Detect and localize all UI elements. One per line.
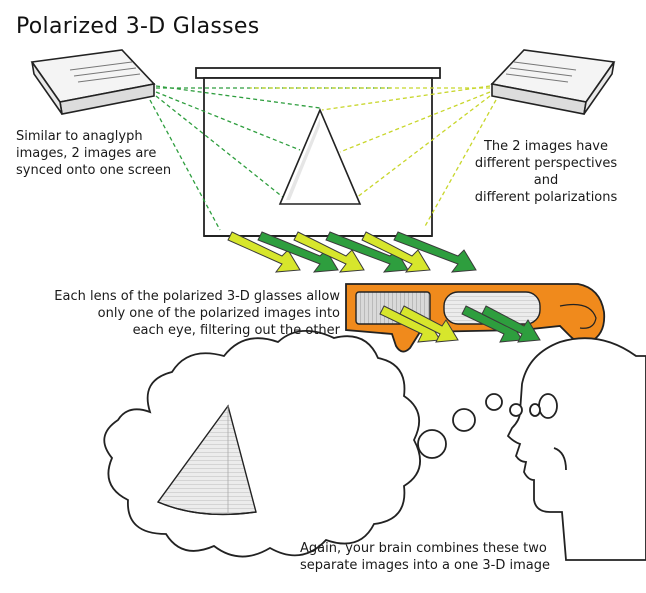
caption-glasses-line-1: Each lens of the polarized 3-D glasses a… xyxy=(54,289,340,304)
caption-left-line-2: images, 2 images are xyxy=(16,146,157,161)
head-icon xyxy=(506,337,646,561)
caption-glasses-line-2: only one of the polarized images into xyxy=(97,306,340,321)
caption-right-line-2: different perspectives xyxy=(474,156,618,171)
caption-brain-line-2: separate images into a one 3-D image xyxy=(300,558,550,573)
caption-brain-line-1: Again, your brain combines these two xyxy=(300,541,547,556)
projector-right-icon xyxy=(490,49,616,115)
cone-icon xyxy=(156,404,257,516)
page-title: Polarized 3-D Glasses xyxy=(16,14,260,39)
thought-cloud-icon xyxy=(103,330,523,558)
caption-brain: Again, your brain combines these two sep… xyxy=(300,540,550,574)
caption-right-line-3: and xyxy=(533,173,559,188)
caption-right-line-4: different polarizations xyxy=(474,190,618,205)
caption-right: The 2 images have different perspectives… xyxy=(448,138,644,206)
caption-left: Similar to anaglyph images, 2 images are… xyxy=(16,128,171,179)
screen-icon xyxy=(195,67,441,237)
caption-right-line-1: The 2 images have xyxy=(483,139,608,154)
caption-left-line-3: synced onto one screen xyxy=(16,163,172,178)
projector-left-icon xyxy=(30,49,156,115)
caption-glasses-line-3: each eye, filtering out the other xyxy=(132,323,340,338)
caption-glasses: Each lens of the polarized 3-D glasses a… xyxy=(14,288,340,339)
caption-left-line-1: Similar to anaglyph xyxy=(16,129,143,144)
triangle-image-icon xyxy=(278,107,362,205)
polarized-beams xyxy=(227,231,477,273)
projector-beams xyxy=(149,85,497,231)
lens-beams xyxy=(379,305,541,343)
